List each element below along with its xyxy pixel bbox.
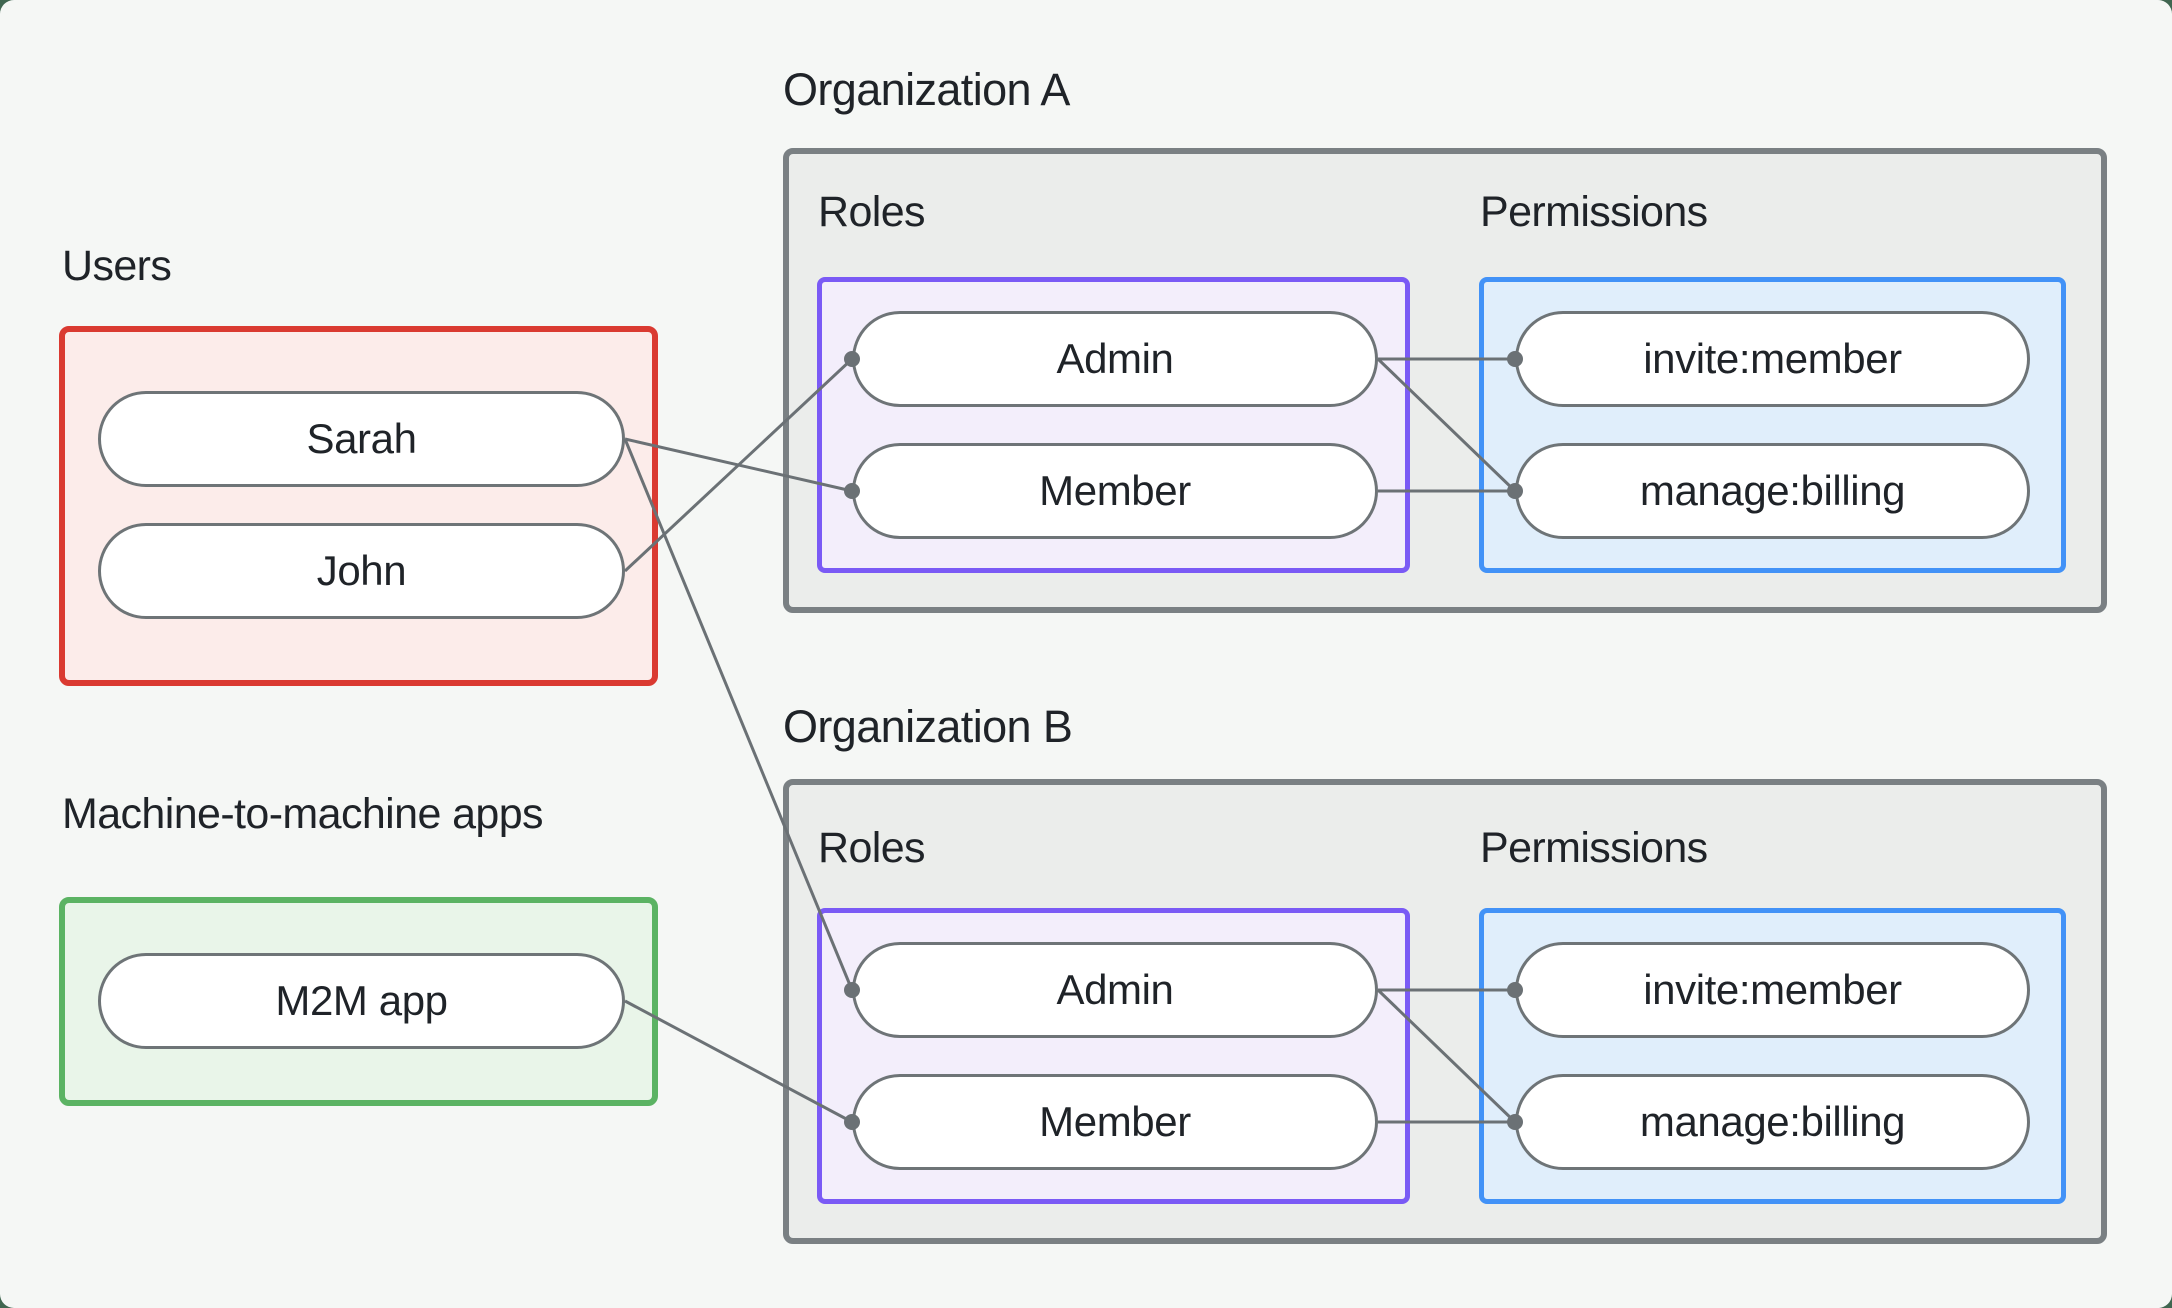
- org-a-permissions-label: Permissions: [1480, 188, 1708, 236]
- org-a-roles-label: Roles: [818, 188, 926, 236]
- org-b-label: Organization B: [783, 701, 1073, 752]
- user-pill-john: John: [98, 523, 625, 619]
- m2m-section-label: Machine-to-machine apps: [62, 790, 544, 838]
- org-a-role-pill-member: Member: [852, 443, 1378, 539]
- org-a-perm-pill-invite-member: invite:member: [1515, 311, 2030, 407]
- org-b-role-pill-admin: Admin: [852, 942, 1378, 1038]
- org-b-role-pill-member: Member: [852, 1074, 1378, 1170]
- org-a-label: Organization A: [783, 64, 1070, 115]
- org-a-perm-pill-manage-billing: manage:billing: [1515, 443, 2030, 539]
- org-b-perm-pill-manage-billing: manage:billing: [1515, 1074, 2030, 1170]
- org-b-roles-label: Roles: [818, 824, 926, 872]
- org-b-perm-pill-invite-member: invite:member: [1515, 942, 2030, 1038]
- users-box: [59, 326, 658, 686]
- org-a-role-pill-admin: Admin: [852, 311, 1378, 407]
- m2m-app-pill: M2M app: [98, 953, 625, 1049]
- users-section-label: Users: [62, 242, 172, 290]
- user-pill-sarah: Sarah: [98, 391, 625, 487]
- org-b-permissions-label: Permissions: [1480, 824, 1708, 872]
